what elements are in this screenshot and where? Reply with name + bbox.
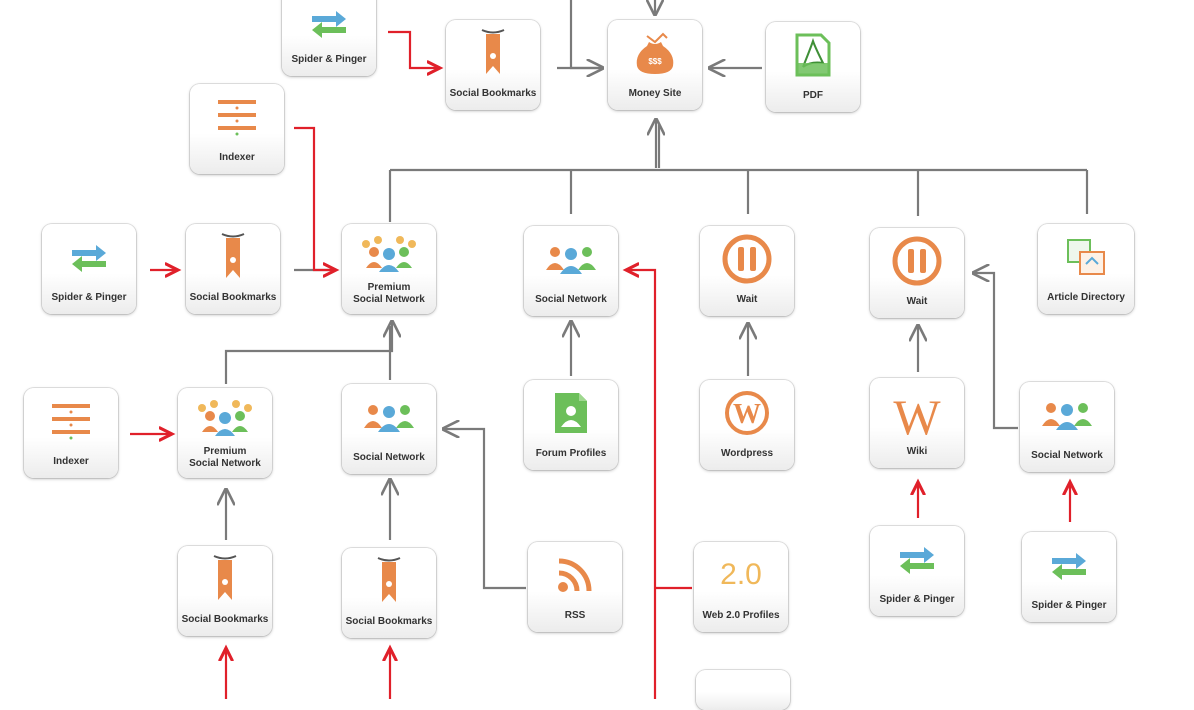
bookmark-icon (186, 230, 280, 284)
spider-pinger-node[interactable]: Spider & Pinger (870, 526, 964, 616)
node-label: Premium Social Network (180, 446, 270, 470)
wait-node[interactable]: Wait (870, 228, 964, 318)
wait-node[interactable]: Wait (700, 226, 794, 316)
node-label: Wordpress (720, 448, 774, 459)
indexer-node[interactable]: Indexer (190, 84, 284, 174)
pause-icon (870, 234, 964, 288)
node-label: Spider & Pinger (51, 292, 127, 303)
refresh-arrows-icon (870, 532, 964, 586)
node-label: Social Bookmarks (449, 88, 537, 99)
rss-icon (528, 548, 622, 602)
node-label: Indexer (219, 152, 255, 163)
forum-profiles-node[interactable]: Forum Profiles (524, 380, 618, 470)
node-label: Social Network (353, 452, 425, 463)
spider-pinger-node[interactable]: Spider & Pinger (1022, 532, 1116, 622)
node-label: Money Site (628, 88, 682, 99)
money-site-node[interactable]: $$$ Money Site (608, 20, 702, 110)
spider-pinger-node[interactable]: Spider & Pinger (42, 224, 136, 314)
node-label: Social Bookmarks (189, 292, 277, 303)
people-icon (1020, 388, 1114, 442)
node-label: Wiki (906, 446, 928, 457)
wiki-icon: W (870, 388, 964, 442)
wordpress-icon: W (700, 386, 794, 440)
partial-node[interactable] (696, 670, 790, 710)
crowd-icon (178, 394, 272, 442)
article-directory-node[interactable]: Article Directory (1038, 224, 1134, 314)
premium-social-network-node[interactable]: Premium Social Network (342, 224, 436, 314)
node-label: Social Bookmarks (345, 616, 433, 627)
node-label: PDF (803, 90, 823, 101)
people-icon (524, 232, 618, 286)
refresh-arrows-icon (1022, 538, 1116, 592)
node-label: Spider & Pinger (879, 594, 955, 605)
svg-text:$$$: $$$ (648, 57, 662, 66)
node-label: Social Network (535, 294, 607, 305)
people-icon (342, 390, 436, 444)
svg-text:W: W (733, 399, 761, 430)
wiki-node[interactable]: W Wiki (870, 378, 964, 468)
node-label: Social Network (1031, 450, 1103, 461)
node-label: Web 2.0 Profiles (702, 610, 780, 621)
article-directory-icon (1038, 230, 1134, 284)
label-line-2: Social Network (189, 458, 261, 469)
node-label: Spider & Pinger (291, 54, 367, 65)
label-line-1: Premium (367, 282, 411, 293)
node-label: Wait (906, 296, 928, 307)
social-bookmarks-node[interactable]: Social Bookmarks (178, 546, 272, 636)
social-bookmarks-node[interactable]: Social Bookmarks (446, 20, 540, 110)
money-bag-icon: $$$ (608, 26, 702, 80)
bookmark-icon (342, 554, 436, 608)
spider-pinger-node[interactable]: Spider & Pinger (282, 0, 376, 76)
bookmark-icon (178, 552, 272, 606)
social-bookmarks-node[interactable]: Social Bookmarks (186, 224, 280, 314)
web20-icon-text: 2.0 (720, 558, 762, 591)
rss-node[interactable]: RSS (528, 542, 622, 632)
pdf-icon (766, 28, 860, 82)
indexer-icon (190, 90, 284, 144)
refresh-arrows-icon (282, 0, 376, 50)
social-network-node[interactable]: Social Network (1020, 382, 1114, 472)
crowd-icon (342, 230, 436, 278)
pause-icon (700, 232, 794, 286)
refresh-arrows-icon (42, 230, 136, 284)
node-label: Wait (736, 294, 758, 305)
label-line-1: Premium (203, 446, 247, 457)
indexer-node[interactable]: Indexer (24, 388, 118, 478)
node-label: Social Bookmarks (181, 614, 269, 625)
forum-profile-icon (524, 386, 618, 440)
node-label: Spider & Pinger (1031, 600, 1107, 611)
premium-social-network-node[interactable]: Premium Social Network (178, 388, 272, 478)
node-label: Indexer (53, 456, 89, 467)
bookmark-icon (446, 26, 540, 80)
pdf-node[interactable]: PDF (766, 22, 860, 112)
svg-text:W: W (893, 390, 941, 440)
social-network-node[interactable]: Social Network (524, 226, 618, 316)
social-network-node[interactable]: Social Network (342, 384, 436, 474)
label-line-2: Social Network (353, 294, 425, 305)
node-label: Forum Profiles (535, 448, 607, 459)
node-label: Premium Social Network (344, 282, 434, 306)
node-label: RSS (564, 610, 586, 621)
web20-icon: 2.0 (694, 548, 788, 602)
web20-profiles-node[interactable]: 2.0 Web 2.0 Profiles (694, 542, 788, 632)
node-label: Article Directory (1047, 292, 1125, 303)
social-bookmarks-node[interactable]: Social Bookmarks (342, 548, 436, 638)
indexer-icon (24, 394, 118, 448)
wordpress-node[interactable]: W Wordpress (700, 380, 794, 470)
